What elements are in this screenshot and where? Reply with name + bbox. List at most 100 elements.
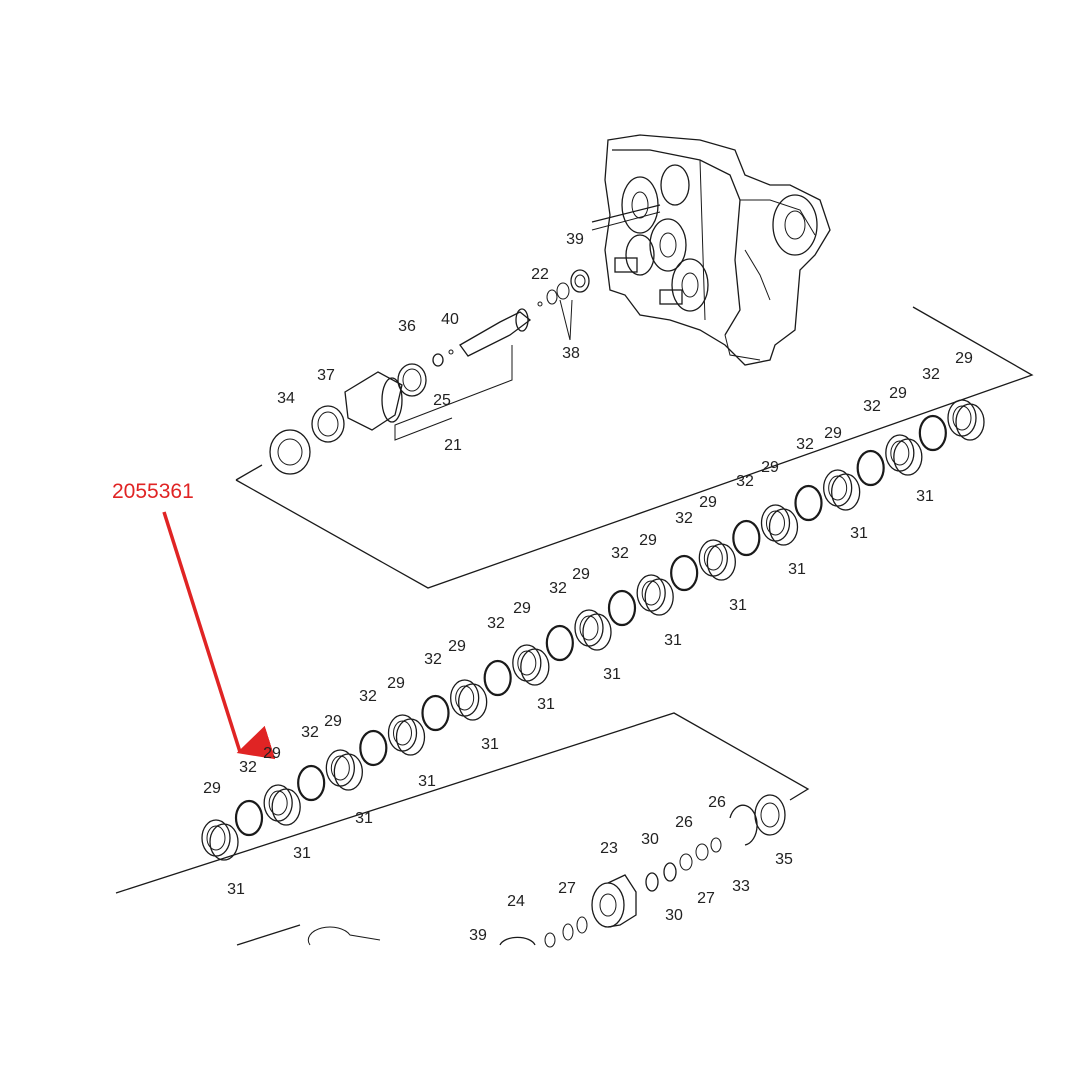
friction-plate-ring — [768, 508, 799, 546]
friction-plate-ring — [209, 823, 239, 861]
lower-gear-parts — [307, 794, 786, 948]
label-38: 38 — [562, 345, 580, 362]
label-26: 26 — [675, 814, 693, 831]
snap-ring — [856, 449, 885, 487]
label-32: 32 — [736, 473, 754, 490]
label-29: 29 — [203, 780, 221, 797]
label-31: 31 — [537, 696, 555, 713]
label-32: 32 — [549, 580, 567, 597]
snap-ring — [670, 554, 699, 592]
steel-plate-inner-edge — [641, 580, 661, 606]
part-number-labels: 39 22 40 36 37 34 25 21 38 29 32 29 32 3… — [203, 231, 973, 944]
friction-plate-ring — [644, 578, 674, 616]
label-31: 31 — [293, 845, 311, 862]
steel-plate-ring — [947, 399, 977, 437]
friction-plate-ring — [333, 753, 363, 791]
steel-plate-ring — [512, 644, 542, 682]
label-31: 31 — [481, 736, 499, 753]
label-31: 31 — [916, 488, 934, 505]
steel-plate-ring — [387, 714, 418, 752]
lower-group-frame — [115, 712, 810, 894]
label-29: 29 — [324, 713, 342, 730]
label-29: 29 — [889, 385, 907, 402]
label-31: 31 — [355, 810, 373, 827]
friction-plate-ring — [582, 613, 612, 651]
lower-frame-tick — [236, 924, 301, 946]
snap-ring — [297, 764, 326, 802]
label-29: 29 — [387, 675, 405, 692]
label-31: 31 — [729, 597, 747, 614]
steel-plate-ring — [823, 469, 853, 507]
steel-plate-inner-edge — [517, 650, 537, 676]
label-29: 29 — [513, 600, 531, 617]
part-callout-arrow — [162, 511, 276, 760]
label-30: 30 — [641, 831, 659, 848]
label-31: 31 — [788, 561, 806, 578]
snap-ring — [483, 659, 512, 697]
label-31: 31 — [603, 666, 621, 683]
snap-ring — [545, 624, 574, 662]
label-22: 22 — [531, 266, 549, 283]
label-25: 25 — [433, 392, 451, 409]
steel-plate-inner-edge — [952, 405, 972, 431]
label-29: 29 — [761, 459, 779, 476]
label-32: 32 — [424, 651, 442, 668]
label-32: 32 — [301, 724, 319, 741]
friction-plate-ring — [395, 718, 426, 756]
snap-ring — [794, 484, 823, 522]
label-29: 29 — [639, 532, 657, 549]
label-39: 39 — [469, 927, 487, 944]
label-32: 32 — [796, 436, 814, 453]
steel-plate-ring — [636, 574, 666, 612]
friction-plate-ring — [271, 788, 301, 826]
steel-plate-ring — [574, 609, 604, 647]
label-37: 37 — [317, 367, 335, 384]
steel-plate-inner-edge — [766, 510, 785, 536]
snap-ring — [421, 694, 450, 732]
label-40: 40 — [441, 311, 459, 328]
label-32: 32 — [487, 615, 505, 632]
snap-ring — [234, 799, 264, 837]
label-29: 29 — [572, 566, 590, 583]
friction-plate-ring — [955, 403, 985, 441]
label-23: 23 — [600, 840, 618, 857]
steel-plate-ring — [450, 679, 480, 717]
steel-plate-inner-edge — [330, 755, 350, 781]
transmission-housing-illustration — [591, 134, 831, 366]
label-39: 39 — [566, 231, 584, 248]
clutch-disc-pack — [201, 399, 985, 861]
steel-plate-ring — [698, 539, 728, 577]
part-number-annotation: 2055361 — [112, 480, 194, 503]
steel-plate-inner-edge — [828, 475, 848, 501]
label-32: 32 — [863, 398, 881, 415]
steel-plate-inner-edge — [455, 685, 475, 711]
label-35: 35 — [775, 851, 793, 868]
steel-plate-ring — [325, 749, 355, 787]
friction-plate-ring — [893, 438, 923, 476]
label-29: 29 — [448, 638, 466, 655]
label-34: 34 — [277, 390, 295, 407]
label-31: 31 — [418, 773, 436, 790]
snap-ring — [359, 729, 388, 767]
label-24: 24 — [507, 893, 525, 910]
label-21: 21 — [444, 437, 462, 454]
steel-plate-ring — [760, 504, 791, 542]
label-29: 29 — [699, 494, 717, 511]
steel-plate-ring — [201, 819, 231, 857]
steel-plate-inner-edge — [703, 545, 723, 571]
upper-frame-tick — [235, 464, 263, 481]
upper-shaft-parts — [269, 269, 590, 475]
label-29: 29 — [824, 425, 842, 442]
steel-plate-inner-edge — [268, 790, 288, 816]
steel-plate-inner-edge — [579, 615, 599, 641]
label-31: 31 — [664, 632, 682, 649]
snap-ring — [732, 519, 761, 557]
snap-ring — [607, 589, 637, 627]
label-36: 36 — [398, 318, 416, 335]
upper-group-frame — [235, 306, 1034, 589]
label-31: 31 — [850, 525, 868, 542]
label-30: 30 — [665, 907, 683, 924]
steel-plate-inner-edge — [393, 720, 412, 746]
